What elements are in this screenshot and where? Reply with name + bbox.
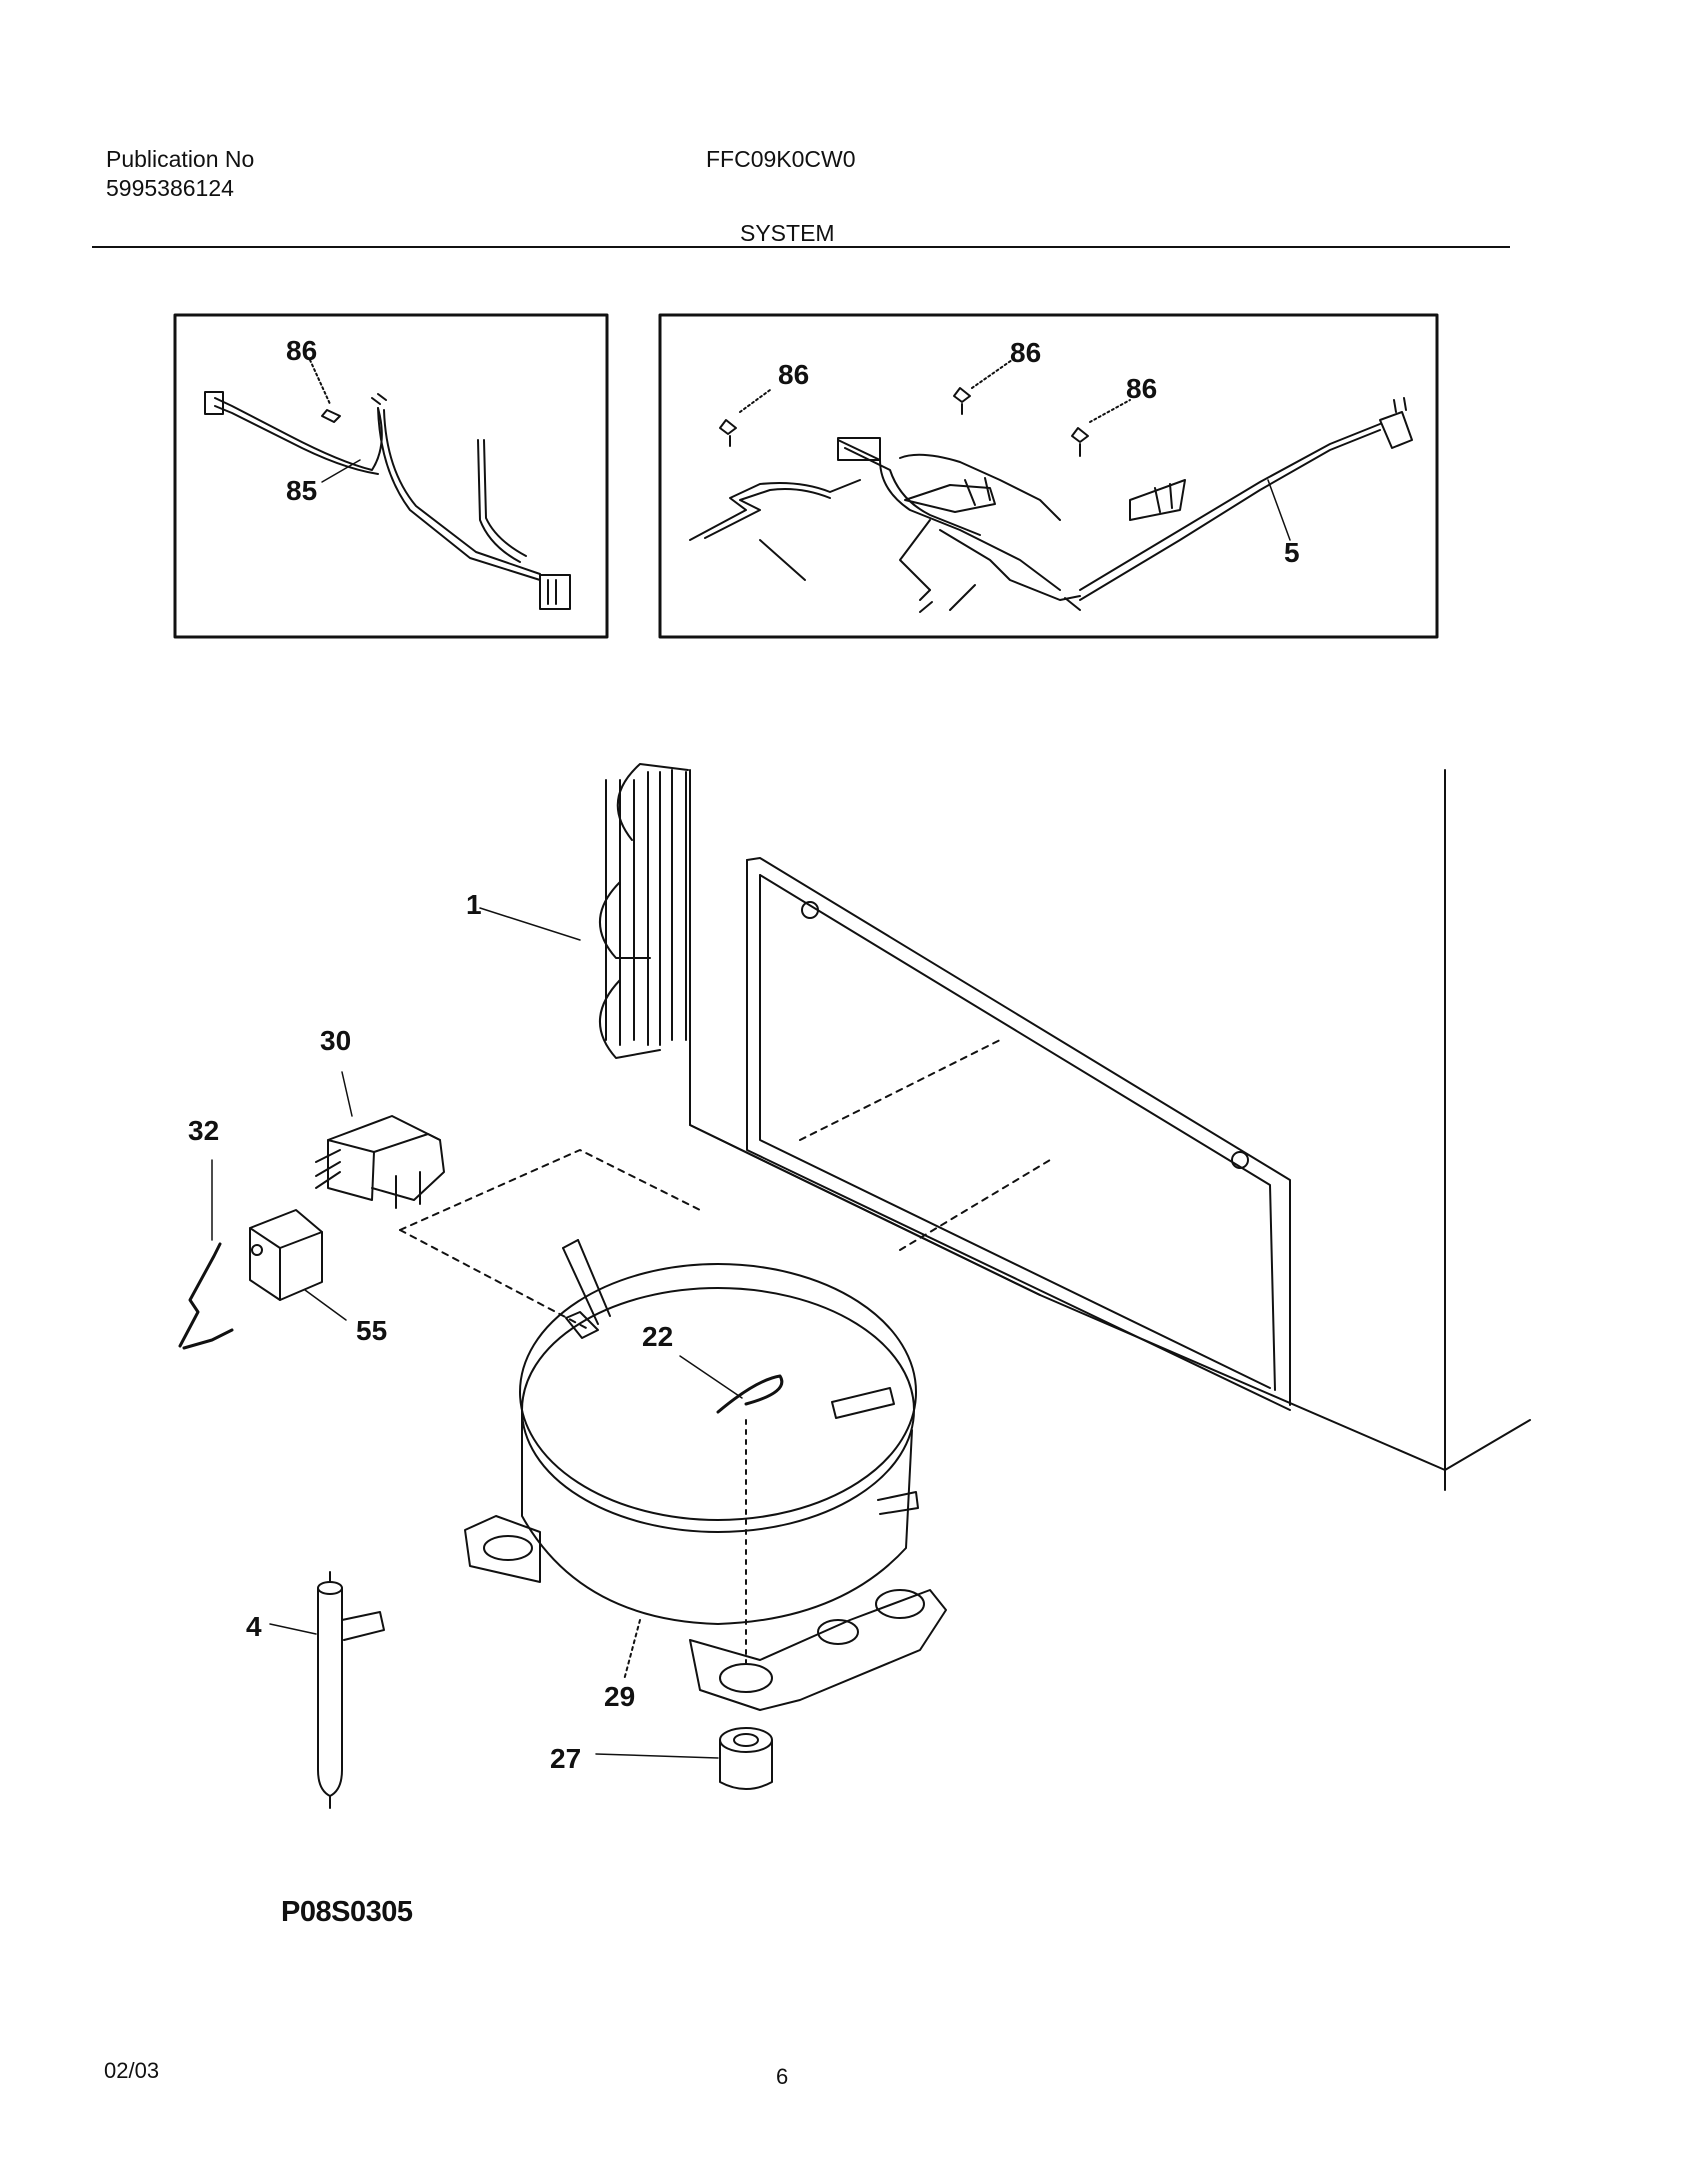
- wire-32: [178, 1159, 234, 1350]
- publication-label: Publication No: [106, 146, 255, 172]
- publication-number: 5995386124: [106, 175, 234, 201]
- inset-harness-right: [658, 313, 1439, 639]
- screws-86-right: [719, 359, 1131, 457]
- model-number: FFC09K0CW0: [706, 146, 856, 172]
- callout-86-left: 86: [286, 335, 317, 366]
- callout-5: 5: [1284, 537, 1300, 568]
- grommet-27: [595, 1727, 773, 1790]
- callout-30: 30: [320, 1025, 351, 1056]
- overload-55: [249, 1209, 323, 1301]
- compressor-base: [464, 1515, 947, 1711]
- callout-85: 85: [286, 475, 317, 506]
- wire-clip-22: [679, 1355, 784, 1414]
- compressor-29: [519, 1239, 919, 1625]
- relay-30: [315, 1115, 445, 1209]
- callout-1: 1: [466, 889, 482, 920]
- condenser-coil: [599, 763, 689, 1059]
- cabinet-back: [689, 769, 1531, 1491]
- figure-code: P08S0305: [281, 1896, 413, 1928]
- header-rule: [92, 246, 1510, 248]
- wire-harness-85: [204, 391, 571, 610]
- section-title: SYSTEM: [740, 220, 835, 246]
- screw-86-left: [309, 359, 341, 423]
- wire-harness-5: [689, 397, 1413, 613]
- inset-harness-left: [173, 313, 609, 639]
- footer-date: 02/03: [104, 2058, 160, 2083]
- callout-27: 27: [550, 1743, 581, 1774]
- callout-32: 32: [188, 1115, 219, 1146]
- page-number: 6: [776, 2064, 789, 2089]
- callout-86-b: 86: [1010, 337, 1041, 368]
- callout-22: 22: [642, 1321, 673, 1352]
- drier-4: [269, 1571, 385, 1809]
- callout-29: 29: [604, 1681, 635, 1712]
- callout-86-a: 86: [778, 359, 809, 390]
- callout-55: 55: [356, 1315, 387, 1346]
- callout-4: 4: [246, 1611, 262, 1642]
- callout-86-c: 86: [1126, 373, 1157, 404]
